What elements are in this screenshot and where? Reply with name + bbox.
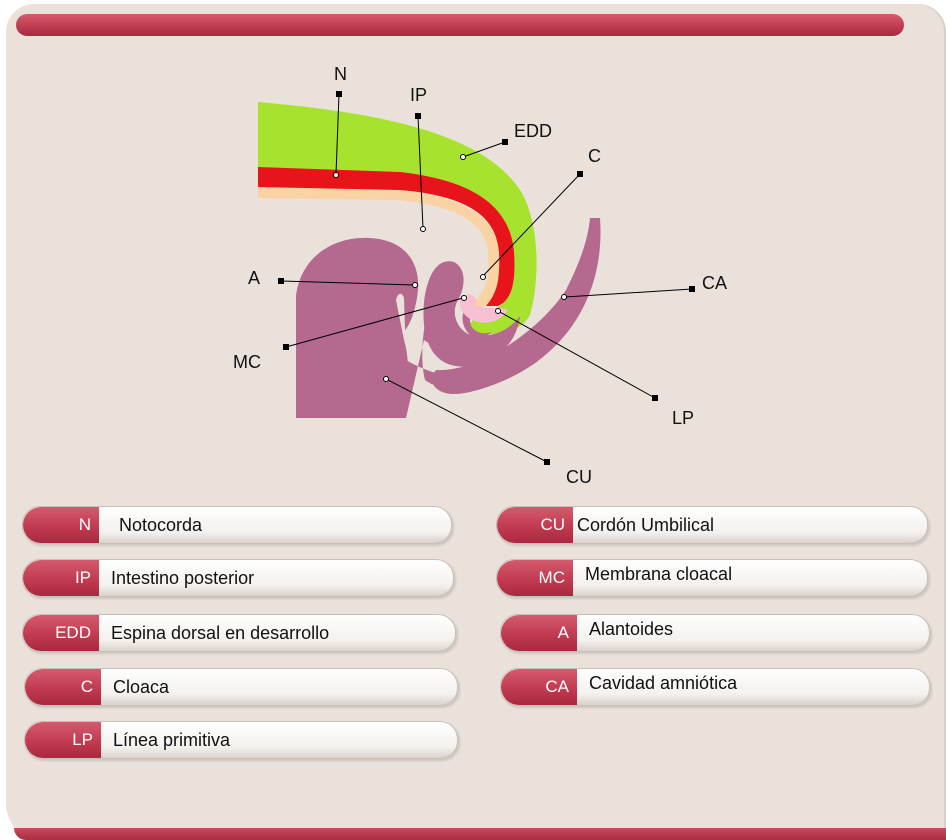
legend-abbr: N [23,507,99,543]
legend-abbr: C [25,669,101,705]
legend-abbr: MC [497,560,573,596]
legend-item-cordon-umbilical: CU Cordón Umbilical [496,506,928,544]
legend-item-alantoides: A Alantoides [500,614,930,652]
legend-name: Línea primitiva [113,722,230,758]
legend-item-intestino-posterior: IP Intestino posterior [22,559,454,597]
legend-abbr: EDD [23,615,99,651]
legend-item-notocorda: N Notocorda [22,506,452,544]
legend-name: Cordón Umbilical [577,507,714,543]
label-CA: CA [702,273,727,293]
label-N: N [334,64,347,84]
legend-item-espina-dorsal: EDD Espina dorsal en desarrollo [22,614,456,652]
umbilical-cord-region [296,238,418,418]
legend-name: Cloaca [113,669,169,705]
legend-abbr: CU [497,507,573,543]
legend-abbr: A [501,615,577,651]
legend-item-cloaca: C Cloaca [24,668,458,706]
legend-name: Espina dorsal en desarrollo [111,615,329,651]
legend-abbr: CA [501,669,577,705]
legend-name: Intestino posterior [111,560,254,596]
legend-name: Cavidad amniótica [589,665,737,701]
label-LP: LP [672,408,694,428]
legend-item-linea-primitiva: LP Línea primitiva [24,721,458,759]
label-A: A [248,268,260,288]
legend-item-cavidad-amniotica: CA Cavidad amniótica [500,668,930,706]
embryo-diagram: N IP EDD C A CA MC LP CU [0,0,946,500]
label-CU: CU [566,467,592,487]
legend-name: Notocorda [119,507,202,543]
legend-name: Membrana cloacal [585,556,732,592]
label-IP: IP [410,85,427,105]
legend-abbr: LP [25,722,101,758]
label-MC: MC [233,352,261,372]
label-EDD: EDD [514,121,552,141]
label-C: C [588,146,601,166]
legend-abbr: IP [23,560,99,596]
legend-name: Alantoides [589,611,673,647]
legend-item-membrana-cloacal: MC Membrana cloacal [496,559,928,597]
panel-bottom-border [14,828,946,840]
